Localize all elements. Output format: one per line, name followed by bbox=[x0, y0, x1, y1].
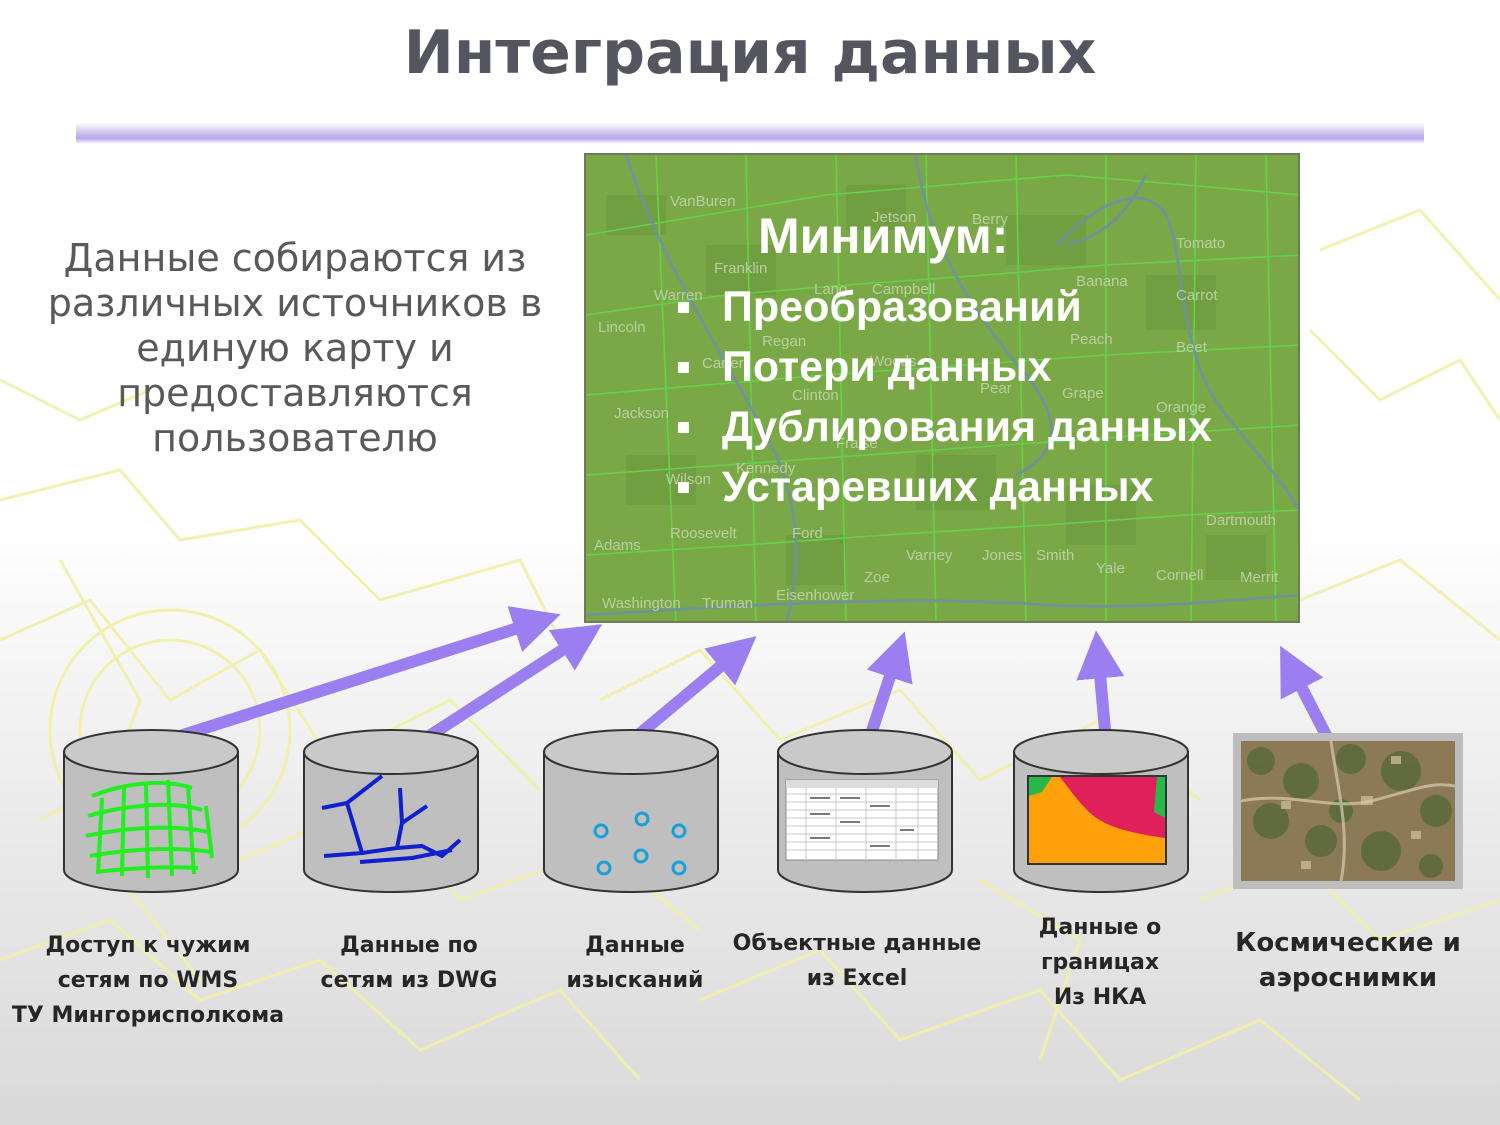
street-label: Banana bbox=[1076, 273, 1128, 290]
street-label: Jackson bbox=[614, 405, 670, 422]
street-label: Cornell bbox=[1156, 567, 1204, 584]
intro-line: пользователю bbox=[152, 416, 438, 460]
street-label: Orange bbox=[1156, 399, 1207, 416]
source-label-line: аэроснимки bbox=[1258, 963, 1438, 993]
source-label-excel: Объектные данные из Excel bbox=[726, 926, 988, 996]
source-cylinder-survey bbox=[542, 728, 720, 894]
source-cylinder-boundaries bbox=[1012, 728, 1190, 894]
source-label-line: сетям по WMS bbox=[57, 968, 239, 993]
street-label: Eisenhower bbox=[776, 587, 855, 604]
street-label: Woods bbox=[870, 353, 917, 370]
street-label: Peach bbox=[1070, 331, 1113, 348]
source-label-line: из Excel bbox=[806, 966, 908, 991]
source-label-line: Данные о bbox=[1038, 915, 1162, 940]
source-label-line: сетям из DWG bbox=[320, 968, 498, 993]
minimum-heading: Минимум: bbox=[758, 208, 1009, 264]
bullet-icon bbox=[678, 302, 689, 313]
minimum-list-item: Преобразований bbox=[678, 277, 1212, 337]
source-cylinder-wms bbox=[62, 728, 240, 894]
dwg-network-lines-icon bbox=[321, 774, 462, 864]
street-label: Adams bbox=[594, 537, 641, 554]
source-label-line: Данные по bbox=[340, 933, 478, 958]
intro-line: единую карту и bbox=[136, 326, 454, 370]
street-label: Washington bbox=[602, 595, 681, 612]
street-label: Yale bbox=[1096, 560, 1125, 577]
integrated-map-panel: VanBuren Jetson Berry Tomato Franklin La… bbox=[584, 153, 1300, 623]
street-label: VanBuren bbox=[670, 193, 736, 210]
street-label: Zoe bbox=[864, 569, 890, 586]
minimum-item-label: Устаревших данных bbox=[722, 463, 1154, 511]
intro-line: Данные собираются из bbox=[63, 236, 527, 280]
street-label: Berry bbox=[972, 211, 1008, 228]
street-label: Smith bbox=[1036, 547, 1075, 564]
street-label: Pear bbox=[980, 380, 1012, 397]
title-underline bbox=[76, 122, 1424, 144]
source-label-line: Из НКА bbox=[1053, 985, 1147, 1010]
source-cylinder-dwg bbox=[302, 728, 480, 894]
street-label: Dartmouth bbox=[1206, 512, 1277, 529]
street-label: Carter bbox=[702, 355, 744, 372]
source-label-survey: Данные изысканий bbox=[540, 928, 730, 998]
minimum-list-item: Устаревших данных bbox=[678, 457, 1212, 517]
street-label: Roosevelt bbox=[670, 525, 737, 542]
street-label: Lang bbox=[814, 281, 848, 298]
source-label-line: Данные bbox=[585, 933, 685, 958]
minimum-list-item: Потери данных bbox=[678, 337, 1212, 397]
source-label-line: Доступ к чужим bbox=[45, 933, 251, 958]
wms-network-grid-icon bbox=[85, 779, 214, 879]
street-label: Merrit bbox=[1240, 569, 1279, 586]
source-cylinder-excel bbox=[776, 728, 954, 894]
source-label-photo: Космические и аэроснимки bbox=[1220, 926, 1476, 996]
bullet-icon bbox=[678, 482, 689, 493]
street-label: Lincoln bbox=[598, 319, 646, 336]
source-label-line: Космические и bbox=[1235, 928, 1461, 958]
source-label-boundaries: Данные о границах Из НКА bbox=[1010, 910, 1190, 1015]
bullet-icon bbox=[678, 422, 689, 433]
street-label: Fraise bbox=[836, 435, 878, 452]
minimum-item-label: Преобразований bbox=[722, 283, 1082, 331]
source-label-line: Объектные данные bbox=[732, 931, 982, 956]
street-label: Clinton bbox=[792, 387, 839, 404]
intro-line: различных источников в bbox=[47, 281, 543, 325]
source-label-line: ТУ Мингорисполкома bbox=[11, 1003, 285, 1028]
street-label: Varney bbox=[906, 547, 953, 564]
street-label: Tomato bbox=[1176, 235, 1226, 252]
minimum-list: Преобразований Потери данных Дублировани… bbox=[678, 277, 1212, 517]
street-label: Truman bbox=[702, 595, 754, 612]
source-label-dwg: Данные по сетям из DWG bbox=[300, 928, 518, 998]
street-label: Wilson bbox=[666, 471, 712, 488]
street-label: Campbell bbox=[872, 281, 936, 298]
minimum-list-item: Дублирования данных bbox=[678, 397, 1212, 457]
intro-line: предоставляются bbox=[117, 371, 473, 415]
survey-points-icon bbox=[593, 811, 687, 876]
source-label-line: границах bbox=[1040, 950, 1160, 975]
street-label: Jetson bbox=[872, 209, 917, 226]
street-label: Regan bbox=[762, 333, 807, 350]
satellite-photo-icon bbox=[1233, 733, 1463, 889]
slide-title: Интеграция данных bbox=[403, 18, 1097, 88]
excel-table-icon bbox=[785, 779, 939, 861]
street-label: Ford bbox=[792, 525, 823, 542]
minimum-item-label: Дублирования данных bbox=[722, 403, 1212, 451]
boundary-polygons-icon bbox=[1027, 775, 1167, 865]
bullet-icon bbox=[678, 362, 689, 373]
street-label: Carrot bbox=[1176, 287, 1218, 304]
street-label: Grape bbox=[1062, 385, 1104, 402]
intro-text: Данные собираются из различных источнико… bbox=[20, 236, 570, 461]
map-parcels-drawing bbox=[586, 155, 1298, 621]
street-label: Beet bbox=[1176, 339, 1207, 356]
source-label-wms: Доступ к чужим сетям по WMS ТУ Мингорисп… bbox=[0, 928, 296, 1033]
source-label-line: изысканий bbox=[566, 968, 704, 993]
minimum-item-label: Потери данных bbox=[722, 343, 1052, 391]
street-label: Warren bbox=[654, 287, 703, 304]
street-label: Kennedy bbox=[736, 460, 796, 477]
street-label: Franklin bbox=[714, 260, 768, 277]
street-label: Jones bbox=[982, 547, 1023, 564]
